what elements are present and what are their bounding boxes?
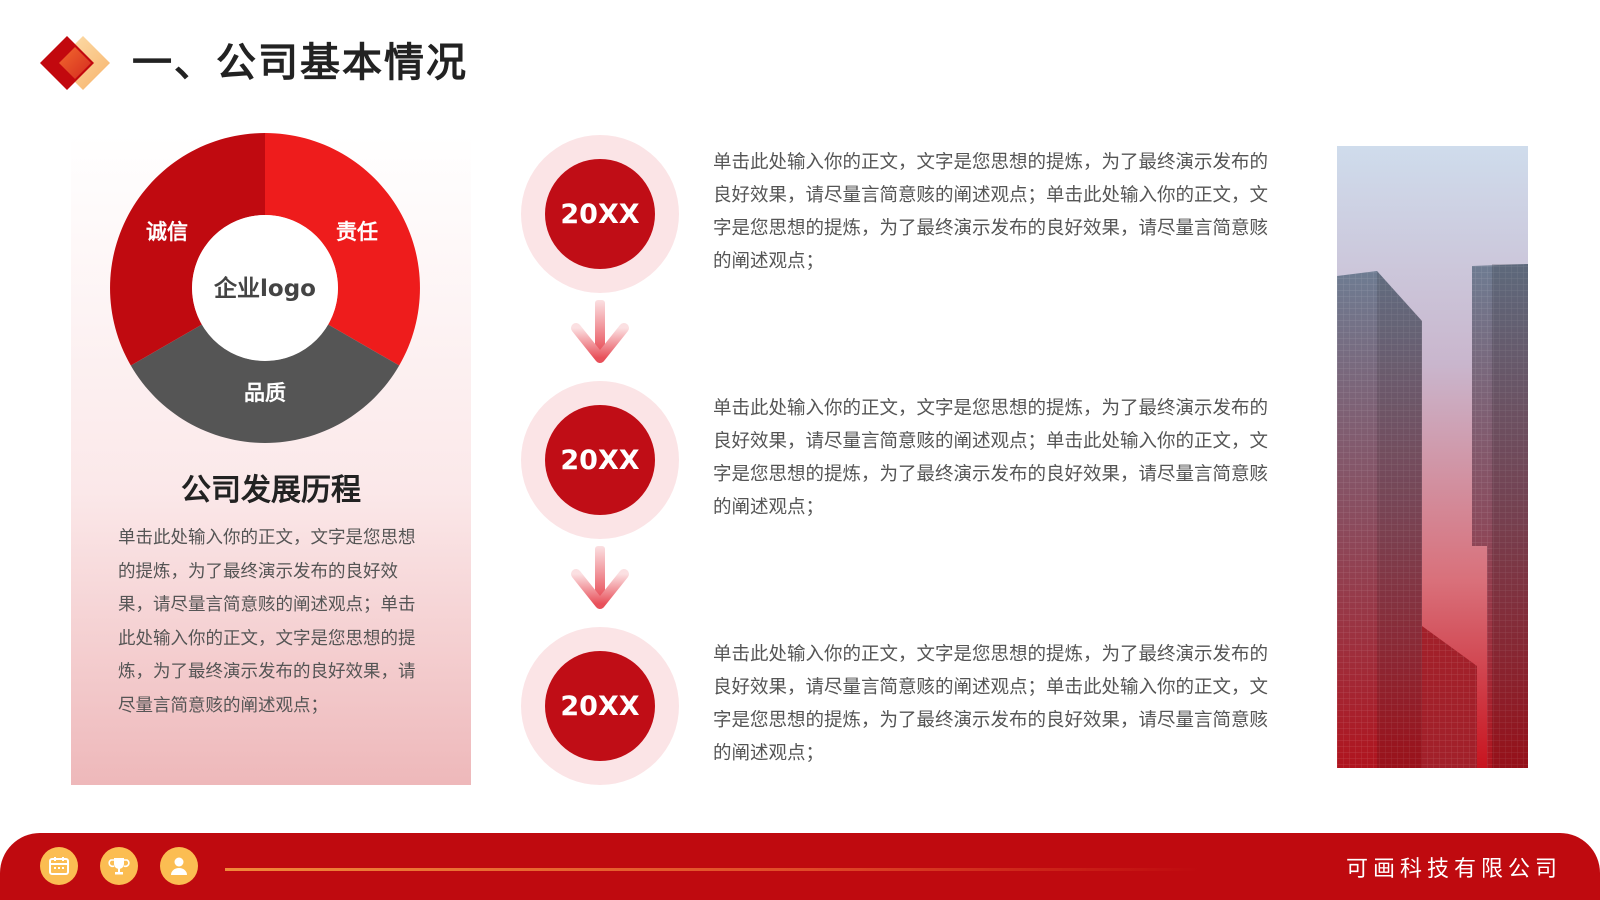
timeline-year-3: 20XX — [545, 651, 655, 761]
page-title: 一、公司基本情况 — [132, 40, 468, 86]
down-arrow-icon — [571, 546, 629, 609]
down-arrow-icon — [571, 300, 629, 363]
footer-bar — [0, 833, 1600, 900]
timeline-node-1: 20XX — [521, 135, 679, 293]
donut-segment-quality — [130, 324, 400, 443]
timeline-text-2: 单击此处输入你的正文，文字是您思想的提炼，为了最终演示发布的良好效果，请尽量言简… — [713, 398, 1269, 518]
segment-label-integrity: 诚信 — [146, 220, 188, 244]
history-body-text: 单击此处输入你的正文，文字是您思想的提炼，为了最终演示发布的良好效果，请尽量言简… — [118, 528, 416, 716]
donut-center-logo-label: 企业logo — [213, 275, 316, 302]
user-icon[interactable] — [160, 847, 198, 885]
donut-segment-responsibility — [265, 133, 420, 366]
calendar-icon[interactable] — [40, 847, 78, 885]
segment-label-responsibility: 责任 — [336, 220, 378, 244]
trophy-icon[interactable] — [100, 847, 138, 885]
calendar-icon-glyph — [49, 857, 69, 875]
footer-divider-line — [225, 868, 1200, 871]
timeline-text-1: 单击此处输入你的正文，文字是您思想的提炼，为了最终演示发布的良好效果，请尽量言简… — [713, 152, 1269, 272]
company-name: 可画科技有限公司 — [1345, 857, 1562, 882]
building-photo — [1337, 146, 1528, 768]
segment-label-quality: 品质 — [244, 381, 286, 405]
timeline-node-3: 20XX — [521, 627, 679, 785]
timeline-year-2: 20XX — [545, 405, 655, 515]
history-title: 公司发展历程 — [181, 473, 361, 508]
timeline-year-1: 20XX — [545, 159, 655, 269]
trophy-icon-glyph — [108, 858, 130, 875]
values-donut-chart: 责任 品质 诚信 企业logo — [110, 133, 420, 443]
user-icon-glyph — [171, 857, 187, 875]
logo-mark — [40, 36, 110, 90]
timeline-node-2: 20XX — [521, 381, 679, 539]
donut-segment-integrity — [110, 133, 265, 366]
timeline-text-3: 单击此处输入你的正文，文字是您思想的提炼，为了最终演示发布的良好效果，请尽量言简… — [713, 644, 1269, 764]
